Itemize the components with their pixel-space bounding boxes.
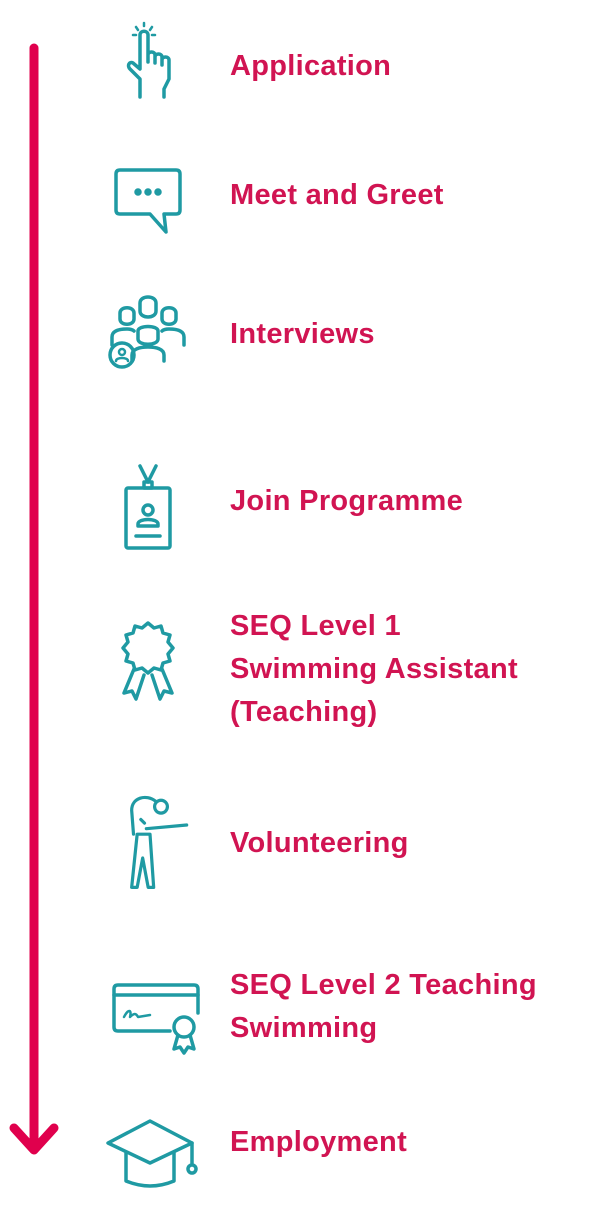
graduation-cap-icon — [100, 1105, 200, 1205]
speech-bubble-icon — [100, 150, 200, 250]
step-seq-level-2: SEQ Level 2 Teaching Swimming — [100, 964, 590, 1064]
step-label: Volunteering — [230, 827, 409, 859]
step-meet-and-greet: Meet and Greet — [100, 150, 590, 250]
step-join-programme: Join Programme — [100, 454, 590, 554]
step-interviews: Interviews — [100, 283, 590, 383]
progression-arrow — [9, 43, 59, 1155]
step-label: SEQ Level 1 Swimming Assistant (Teaching… — [230, 610, 518, 728]
step-label: Employment — [230, 1126, 408, 1158]
arrow-head — [9, 1123, 59, 1155]
step-application: Application — [100, 17, 590, 117]
certificate-icon — [100, 969, 200, 1069]
people-group-icon — [100, 283, 200, 383]
tap-hand-icon — [100, 17, 200, 117]
step-label: Join Programme — [230, 485, 464, 517]
step-label: Application — [230, 50, 392, 82]
step-label: SEQ Level 2 Teaching Swimming — [230, 969, 537, 1044]
id-badge-icon — [100, 454, 200, 554]
award-rosette-icon — [100, 613, 200, 713]
step-label: Meet and Greet — [230, 179, 444, 211]
step-seq-level-1: SEQ Level 1 Swimming Assistant (Teaching… — [100, 605, 590, 745]
stretching-person-icon — [100, 792, 200, 892]
step-employment: Employment — [100, 1105, 590, 1195]
step-volunteering: Volunteering — [100, 792, 590, 902]
step-label: Interviews — [230, 318, 375, 350]
